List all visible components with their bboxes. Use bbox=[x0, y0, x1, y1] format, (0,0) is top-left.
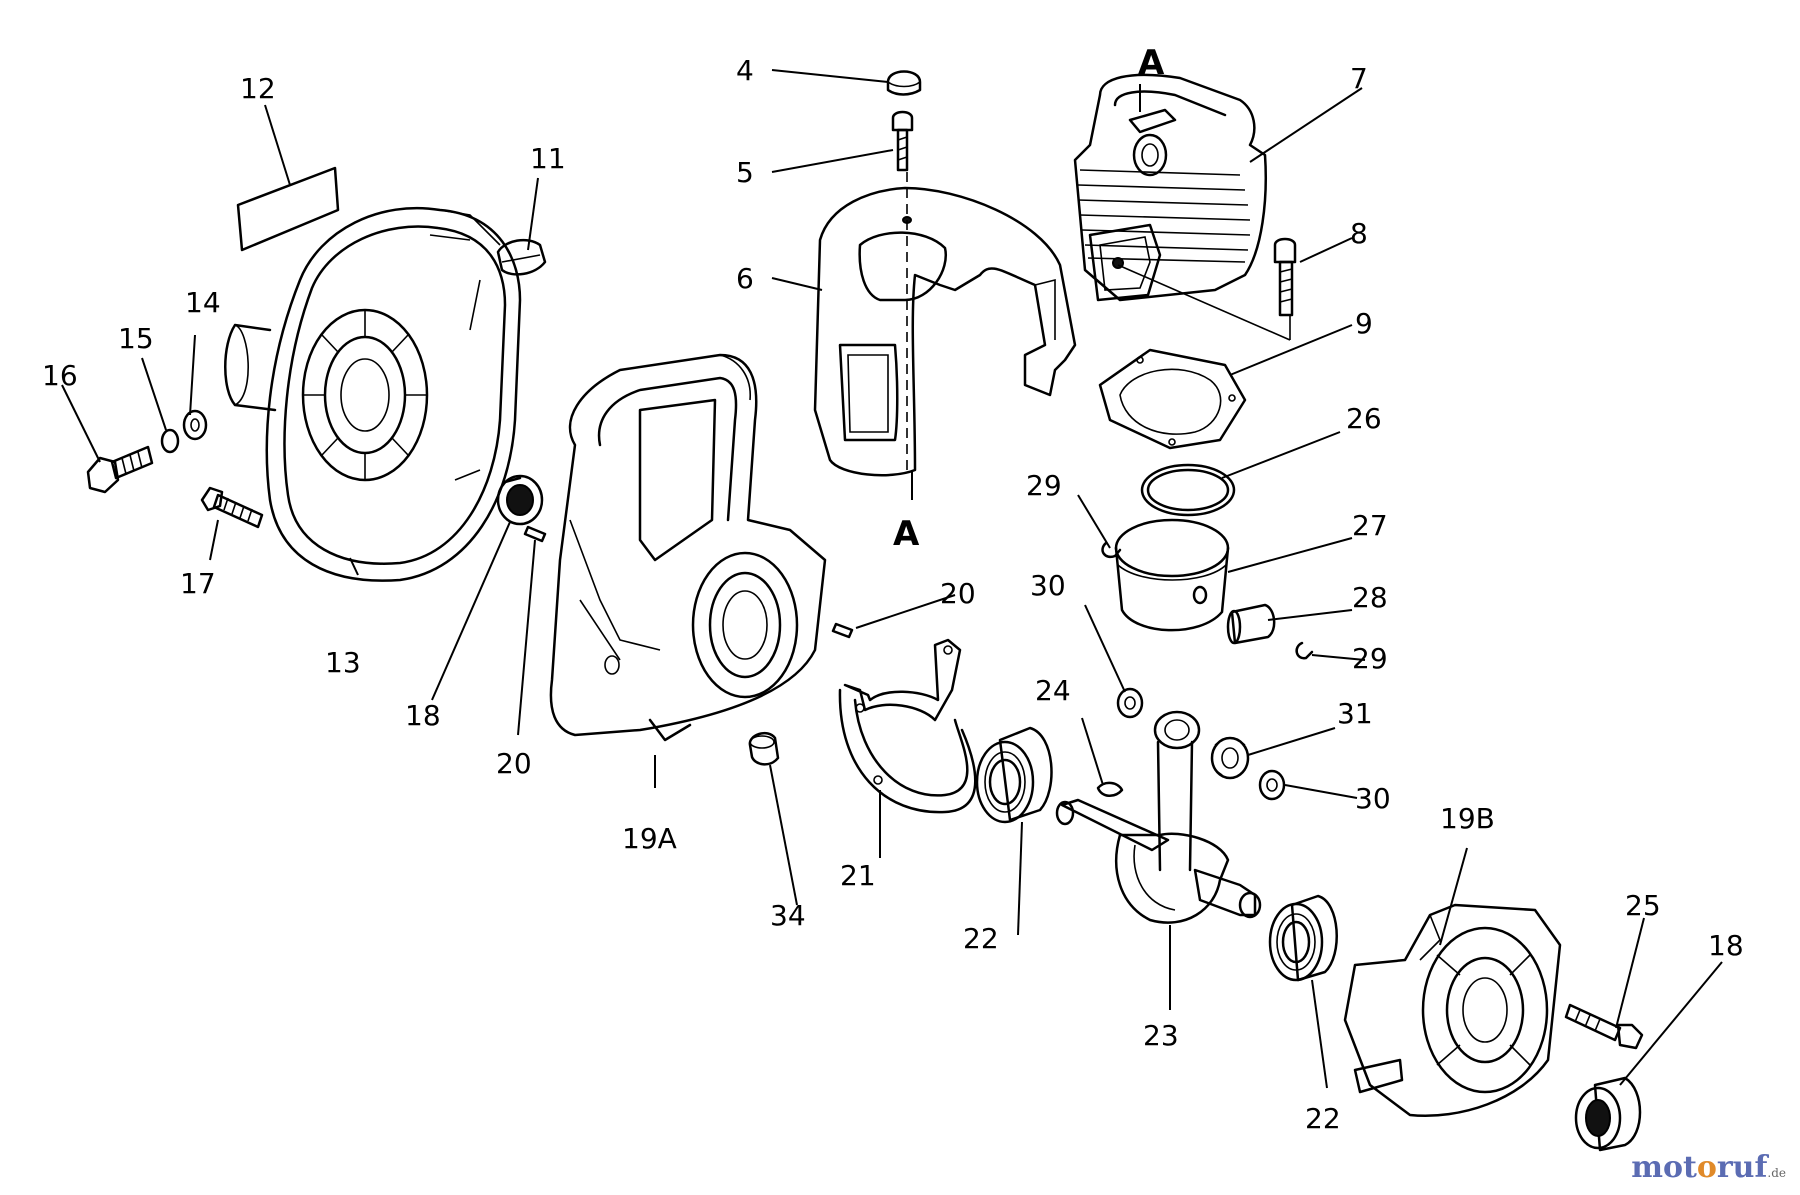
label-4: 4 bbox=[736, 54, 754, 87]
label-20-left: 20 bbox=[496, 747, 532, 780]
part-22-ball-bearing bbox=[1268, 894, 1338, 982]
part-6-cylinder-cover bbox=[813, 186, 1077, 477]
label-21: 21 bbox=[840, 859, 876, 892]
part-25-bolt bbox=[1564, 1003, 1644, 1050]
part-29-circlip bbox=[1295, 641, 1314, 660]
part-34-plug bbox=[748, 731, 780, 766]
label-28: 28 bbox=[1352, 581, 1388, 614]
label-25: 25 bbox=[1625, 889, 1661, 922]
label-13: 13 bbox=[325, 646, 361, 679]
label-29-top: 29 bbox=[1026, 469, 1062, 502]
label-22-right: 22 bbox=[1305, 1102, 1341, 1135]
part-28-piston-pin bbox=[1226, 603, 1276, 645]
label-6: 6 bbox=[736, 262, 754, 295]
section-mark-bottom: A bbox=[893, 470, 920, 554]
part-29-circlip bbox=[1101, 541, 1122, 559]
label-23: 23 bbox=[1143, 1019, 1179, 1052]
part-18-oil-seal bbox=[1574, 1076, 1642, 1152]
part-4-cap bbox=[886, 70, 922, 96]
part-9-base-gasket bbox=[1098, 348, 1247, 450]
part-13-fan-housing bbox=[224, 206, 522, 582]
part-23-crankshaft bbox=[1055, 710, 1262, 924]
part-22-ball-bearing bbox=[975, 726, 1053, 824]
part-24-woodruff-key bbox=[1096, 781, 1124, 797]
part-5-screw bbox=[891, 110, 914, 172]
part-8-bolt bbox=[1273, 237, 1297, 317]
label-34: 34 bbox=[770, 899, 806, 932]
label-19a: 19A bbox=[622, 822, 677, 855]
label-8: 8 bbox=[1350, 217, 1368, 250]
label-18-left: 18 bbox=[405, 699, 441, 732]
part-26-piston-ring bbox=[1140, 463, 1236, 517]
part-20-dowel-pin bbox=[831, 622, 854, 639]
label-26: 26 bbox=[1346, 402, 1382, 435]
svg-text:A: A bbox=[1138, 43, 1165, 83]
leader-lines bbox=[61, 69, 1723, 1089]
part-21-gasket bbox=[838, 638, 977, 814]
part-27-piston bbox=[1114, 518, 1230, 632]
part-15-lock-washer bbox=[160, 428, 180, 454]
part-number-labels: 4 5 6 7 8 9 11 12 13 14 15 16 17 18 18 1… bbox=[42, 54, 1744, 1135]
section-mark-top: A bbox=[1138, 43, 1165, 112]
label-17: 17 bbox=[180, 567, 216, 600]
part-18-oil-seal bbox=[496, 474, 544, 526]
label-16: 16 bbox=[42, 359, 78, 392]
part-30-thrust-washer bbox=[1258, 769, 1286, 801]
part-12-label-plate bbox=[236, 166, 340, 252]
part-20-dowel-pin bbox=[523, 525, 547, 543]
label-29-bottom: 29 bbox=[1352, 642, 1388, 675]
part-16-bolt bbox=[86, 445, 154, 494]
label-15: 15 bbox=[118, 322, 154, 355]
label-31: 31 bbox=[1337, 697, 1373, 730]
part-30-thrust-washer bbox=[1116, 687, 1144, 719]
part-11-grommet bbox=[496, 238, 547, 276]
label-19b: 19B bbox=[1440, 802, 1495, 835]
label-20-right: 20 bbox=[940, 577, 976, 610]
part-31-needle-bearing bbox=[1210, 736, 1250, 780]
label-22-left: 22 bbox=[963, 922, 999, 955]
label-24: 24 bbox=[1035, 674, 1071, 707]
label-9: 9 bbox=[1355, 307, 1373, 340]
part-19b-crankcase bbox=[1343, 903, 1562, 1117]
label-27: 27 bbox=[1352, 509, 1388, 542]
part-7-cylinder bbox=[1073, 73, 1267, 302]
label-18-right: 18 bbox=[1708, 929, 1744, 962]
label-12: 12 bbox=[240, 72, 276, 105]
label-30-top: 30 bbox=[1030, 569, 1066, 602]
svg-text:A: A bbox=[893, 514, 920, 554]
part-14-washer bbox=[182, 409, 208, 441]
label-7: 7 bbox=[1350, 62, 1368, 95]
label-11: 11 bbox=[530, 142, 566, 175]
label-5: 5 bbox=[736, 156, 754, 189]
label-30-bottom: 30 bbox=[1355, 782, 1391, 815]
watermark-logo: motoruf.de bbox=[1631, 1150, 1786, 1185]
part-19a-crankcase bbox=[549, 353, 827, 742]
label-14: 14 bbox=[185, 286, 221, 319]
part-17-screw bbox=[200, 486, 264, 529]
